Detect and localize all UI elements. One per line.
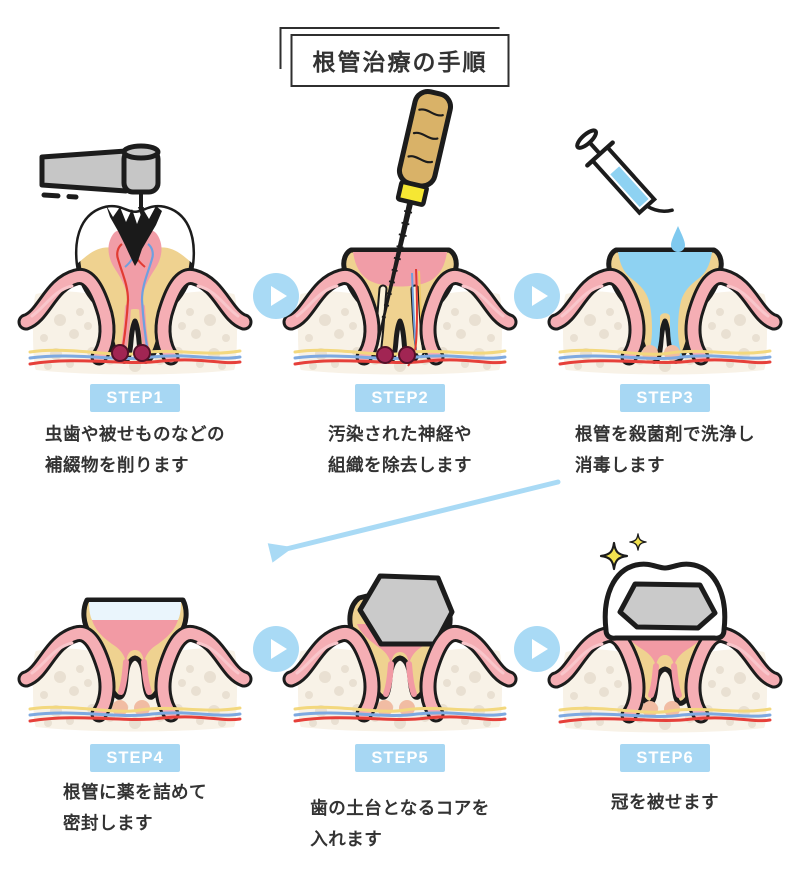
- caption-line: 密封します: [63, 813, 153, 833]
- root-inflammation-dots: [376, 346, 416, 364]
- step-2-badge: STEP2: [355, 384, 445, 412]
- root-inflammation-dots: [111, 344, 151, 362]
- caption-line: 補綴物を削ります: [45, 455, 189, 475]
- step-1-illustration: [30, 143, 240, 375]
- step-3-badge: STEP3: [620, 384, 710, 412]
- dental-handpiece-icon: [39, 143, 161, 216]
- tooth-decay: [106, 205, 162, 266]
- row-wrap-arrow-icon: [267, 479, 561, 563]
- next-step-arrow-icon: [253, 626, 299, 672]
- step-2-illustration: [295, 88, 505, 375]
- dental-crown: [602, 561, 728, 641]
- step-3-caption: 根管を殺菌剤で洗浄し 消毒します: [560, 419, 770, 481]
- step-5-illustration: [295, 573, 505, 732]
- caption-line: 汚染された神経や: [328, 424, 472, 444]
- step-6-illustration: [560, 533, 770, 733]
- step-6-caption: 冠を被せます: [560, 787, 770, 818]
- caption-line: 冠を被せます: [611, 792, 719, 812]
- syringe-icon: [575, 128, 674, 216]
- step-1-caption: 虫歯や被せものなどの 補綴物を削ります: [30, 419, 240, 481]
- page-title: 根管治療の手順: [279, 27, 510, 87]
- caption-line: 組織を除去します: [328, 455, 472, 475]
- step-4-illustration: [30, 597, 240, 732]
- step-5-badge: STEP5: [355, 744, 445, 772]
- caption-line: 根管を殺菌剤で洗浄し: [575, 424, 755, 444]
- temporary-filling: [89, 602, 181, 620]
- caption-line: 根管に薬を詰めて: [63, 782, 207, 802]
- next-step-arrow-icon: [253, 273, 299, 319]
- caption-line: 入れます: [310, 829, 383, 849]
- caption-line: 消毒します: [575, 455, 665, 475]
- liquid-drop-icon: [671, 226, 685, 252]
- step-4-caption: 根管に薬を詰めて 密封します: [30, 777, 240, 839]
- caption-line: 虫歯や被せものなどの: [45, 424, 225, 444]
- caption-line: 歯の土台となるコアを: [310, 798, 490, 818]
- step-6-badge: STEP6: [620, 744, 710, 772]
- next-step-arrow-icon: [514, 273, 560, 319]
- dental-core: [617, 581, 718, 631]
- decayed-tooth-cross-section: [74, 204, 196, 364]
- step-3-illustration: [560, 128, 770, 375]
- step-5-caption: 歯の土台となるコアを 入れます: [295, 793, 505, 855]
- page-title-text: 根管治療の手順: [312, 49, 488, 75]
- step-4-badge: STEP4: [90, 744, 180, 772]
- next-step-arrow-icon: [514, 626, 560, 672]
- root-canal-file-icon: [376, 88, 453, 343]
- step-1-badge: STEP1: [90, 384, 180, 412]
- step-2-caption: 汚染された神経や 組織を除去します: [295, 419, 505, 481]
